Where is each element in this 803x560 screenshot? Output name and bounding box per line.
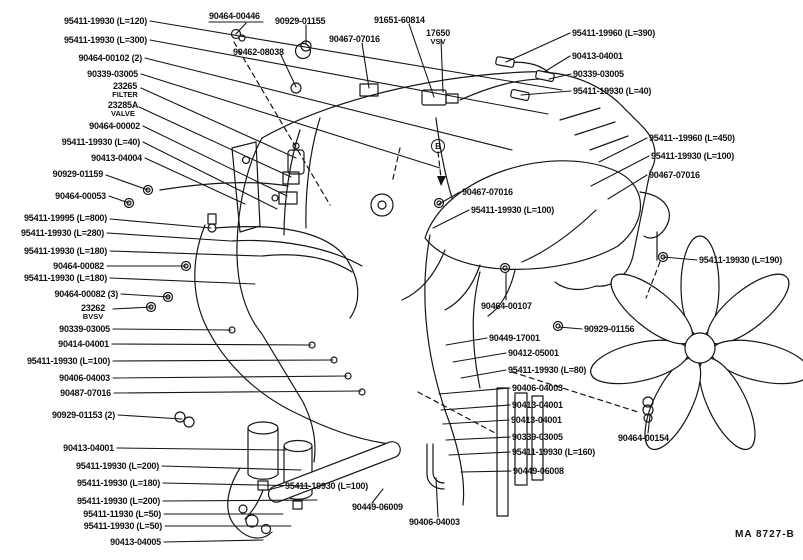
part-label: 95411-19930 (L=200): [76, 496, 160, 506]
part-caption: VALVE: [111, 109, 135, 119]
part-label: 90406-04003: [512, 383, 563, 393]
part-label: 90929-01155: [275, 16, 326, 26]
part-label: 95411-19995 (L=800): [23, 213, 107, 223]
part-label: 90464-00002: [89, 121, 140, 131]
part-label: 95411-19930 (L=40): [61, 137, 140, 147]
part-label: 23285A VALVE: [107, 100, 139, 119]
part-label: 90339-03005: [87, 69, 138, 79]
part-label: 95411-19930 (L=100): [471, 205, 555, 215]
part-label: 23262 BVSV: [80, 303, 106, 322]
part-label: 90467-07016: [462, 187, 513, 197]
part-label: 95411-19930 (L=190): [699, 255, 783, 265]
part-label: 90413-04001: [63, 443, 114, 453]
part-label: 23265 FILTER: [112, 81, 138, 100]
part-label: 90339-03005: [573, 69, 624, 79]
part-label: 95411-19930 (L=180): [76, 478, 160, 488]
part-label: 95411-19930 (L=40): [573, 86, 652, 96]
part-label: 90929-01159: [52, 169, 104, 179]
part-number: 23265: [112, 81, 138, 91]
part-label: 90339-03005: [512, 432, 563, 442]
part-label: 90464-00154: [618, 433, 669, 443]
part-label: 90449-17001: [489, 333, 540, 343]
part-caption: FILTER: [112, 90, 138, 100]
small-parts: [123, 28, 669, 428]
part-label: 95411-11930 (L=50): [83, 509, 161, 519]
part-label: 95411-19930 (L=180): [23, 273, 107, 283]
part-label: 90412-05001: [508, 348, 559, 358]
part-label: 90413-04005: [110, 537, 161, 547]
part-label: 91651-60814: [374, 15, 425, 25]
part-caption: BVSV: [82, 312, 104, 322]
part-label: 90414-04001: [58, 339, 109, 349]
part-label: 95411-19930 (L=280): [20, 228, 104, 238]
part-label: 90464-00446: [209, 11, 260, 21]
part-label: 90464-00082: [53, 261, 104, 271]
part-label: 95411-19930 (L=100): [26, 356, 110, 366]
part-label: 90929-01156: [584, 324, 635, 334]
leader-lines: [105, 20, 698, 543]
part-label: 95411-19930 (L=300): [63, 35, 147, 45]
part-number: 23262: [80, 303, 106, 313]
part-label: 90464-00082 (3): [54, 289, 118, 299]
part-label: 90467-07016: [649, 170, 700, 180]
part-label: 95411-19930 (L=50): [83, 521, 162, 531]
part-label: 95411-19930 (L=80): [508, 365, 587, 375]
part-label: 90449-06008: [513, 466, 564, 476]
part-caption: VSV: [430, 37, 446, 47]
part-label: 95411--19960 (L=450): [649, 133, 735, 143]
part-label: 95411-19960 (L=390): [572, 28, 656, 38]
part-label: 90464-00102 (2): [78, 53, 142, 63]
part-number: 23285A: [107, 100, 139, 110]
part-label: 90406-04003: [59, 373, 110, 383]
part-label: 95411-19930 (L=100): [285, 481, 369, 491]
marker-b-arrow: [437, 176, 446, 186]
part-label: 90929-01153 (2): [51, 410, 115, 420]
figure-code: MA 8727-B: [735, 529, 795, 540]
part-label: 90339-03005: [59, 324, 110, 334]
part-number: 17650: [425, 28, 451, 38]
callout-marker-b: B: [431, 139, 445, 153]
radiator-fan-icon: [590, 235, 803, 451]
part-label: 95411-19930 (L=120): [63, 16, 147, 26]
part-label: 90467-07016: [329, 34, 380, 44]
part-label: 90464-00107: [481, 301, 532, 311]
part-label: 90413-04004: [91, 153, 142, 163]
part-label: 90487-07016: [60, 388, 111, 398]
part-label: 90464-00053: [55, 191, 106, 201]
part-label: 17650 VSV: [425, 28, 451, 47]
part-label: 95411-19930 (L=180): [23, 246, 107, 256]
part-label: 90413-04001: [511, 415, 562, 425]
dashed-lines: [233, 41, 661, 435]
part-label: 90462-08038: [233, 47, 284, 57]
part-label: 95411-19930 (L=100): [651, 151, 735, 161]
part-label: 90413-04001: [512, 400, 563, 410]
engine-line-art: [236, 71, 656, 463]
part-label: 90413-04001: [572, 51, 623, 61]
part-label: 95411-19930 (L=200): [75, 461, 159, 471]
part-label: 95411-19930 (L=160): [512, 447, 596, 457]
part-label: 90449-06009: [352, 502, 403, 512]
part-label: 90406-04003: [409, 517, 460, 527]
